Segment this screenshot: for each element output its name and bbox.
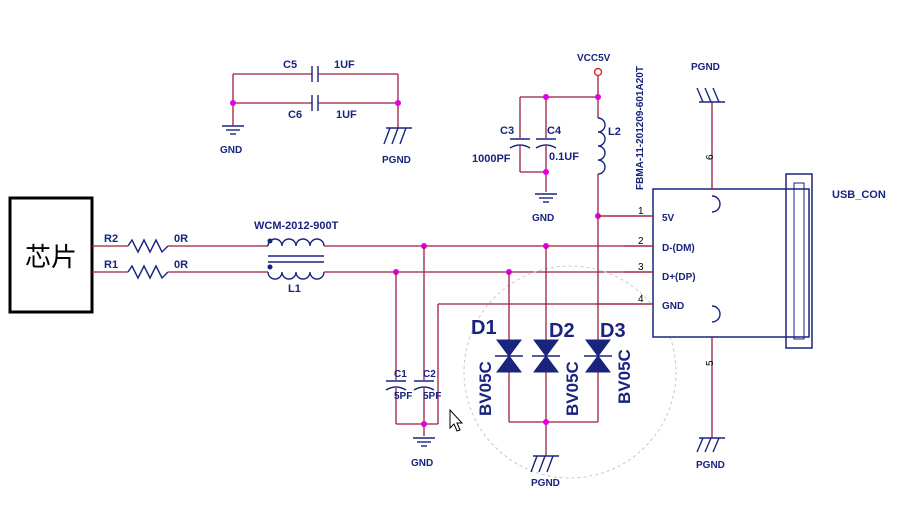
diode-d1	[495, 339, 523, 373]
c5-ref: C5	[283, 59, 297, 71]
r2-value: 0R	[174, 233, 188, 245]
diode-d2	[532, 339, 560, 373]
d3-part: BV05C	[615, 349, 634, 404]
pin2-name: D-(DM)	[662, 243, 695, 254]
l2-ref: L2	[608, 126, 621, 138]
c2-value: 5PF	[423, 391, 441, 402]
pin3-num: 3	[638, 262, 644, 273]
c3-ref: C3	[500, 125, 514, 137]
l1-part: WCM-2012-900T	[254, 220, 339, 232]
cap-c3-c4: C3 C4 1000PF 0.1UF GND	[472, 94, 598, 224]
pgnd-label-usb-top: PGND	[691, 62, 720, 73]
c3-value: 1000PF	[472, 153, 511, 165]
pin4-num: 4	[638, 294, 644, 305]
c2-ref: C2	[423, 369, 436, 380]
r1-value: 0R	[174, 259, 188, 271]
pin4-name: GND	[662, 301, 684, 312]
pin3-name: D+(DP)	[662, 272, 696, 283]
c6-value: 1UF	[336, 109, 357, 121]
d2-ref: D2	[549, 320, 575, 342]
c4-value: 0.1UF	[549, 151, 579, 163]
vcc-5v-net: VCC5V	[577, 53, 611, 118]
gnd-label-c5: GND	[220, 145, 242, 156]
pin1-name: 5V	[662, 213, 675, 224]
cap-c1-c2: C1 C2 5PF 5PF GND	[385, 243, 441, 469]
d1-ref: D1	[471, 317, 497, 339]
c5-value: 1UF	[334, 59, 355, 71]
l1-ref: L1	[288, 283, 301, 295]
d3-ref: D3	[600, 320, 626, 342]
pin2-num: 2	[638, 236, 644, 247]
c6-ref: C6	[288, 109, 302, 121]
r2-ref: R2	[104, 233, 118, 245]
chip-label: 芯片	[25, 243, 77, 273]
shield-pin-6: 6	[705, 154, 716, 160]
d1-part: BV05C	[476, 361, 495, 416]
diode-d3	[584, 339, 612, 373]
gnd-label-c3: GND	[532, 213, 554, 224]
pgnd-label-usb-bottom: PGND	[696, 460, 725, 471]
mouse-cursor-icon	[449, 408, 464, 432]
resistor-r1: R1 0R	[92, 259, 258, 280]
c1-ref: C1	[394, 369, 407, 380]
pin1-num: 1	[638, 206, 644, 217]
shield-pin-5: 5	[705, 360, 716, 366]
cap-c5-c6: C5 1UF C6 1UF GND PGND	[220, 59, 412, 166]
c1-value: 5PF	[394, 391, 412, 402]
usb-con-label: USB_CON	[832, 189, 886, 201]
chip-block: 芯片	[8, 196, 94, 314]
vcc-label: VCC5V	[577, 53, 611, 64]
c4-ref: C4	[547, 125, 562, 137]
l2-part: FBMA-11-201209-601A20T	[635, 66, 646, 190]
common-mode-choke-l1: WCM-2012-900T L1	[254, 220, 660, 295]
tvs-diode-array: D1 D2 D3 BV05C BV05C BV05C PGND	[463, 243, 677, 489]
gnd-label-c1: GND	[411, 458, 433, 469]
pgnd-label-c6: PGND	[382, 155, 411, 166]
d2-part: BV05C	[563, 361, 582, 416]
resistor-r2: R2 0R	[92, 233, 258, 254]
usb-connector: USB_CON 1 2 3 4 5V D-(DM) D+(DP) GND 6 5…	[638, 62, 886, 471]
inductor-l2: L2 FBMA-11-201209-601A20T	[595, 66, 660, 304]
r1-ref: R1	[104, 259, 118, 271]
pgnd-label-diodes: PGND	[531, 478, 560, 489]
